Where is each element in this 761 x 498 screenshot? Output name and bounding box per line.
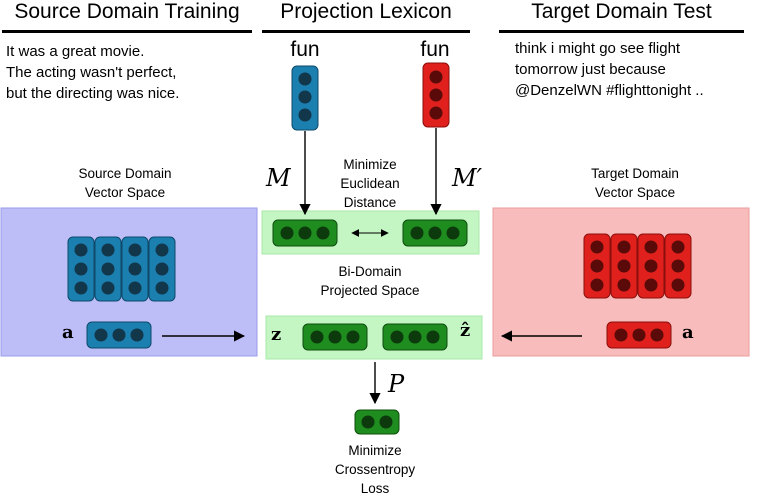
target-domain-matrix — [583, 233, 692, 299]
source-vector-a — [86, 321, 152, 349]
projected-lexicon-target-vector — [402, 219, 468, 247]
target-a-label: a — [682, 322, 694, 343]
output-vector — [354, 409, 400, 435]
projected-space-label: Bi-Domain Projected Space — [320, 264, 420, 298]
source-example-text: It was a great movie. The acting wasn't … — [6, 43, 180, 102]
header-rule-source — [2, 30, 252, 33]
header-projection-lexicon: Projection Lexicon — [280, 0, 452, 23]
lexicon-target-vector — [422, 62, 450, 128]
source-domain-matrix — [67, 236, 176, 302]
target-vector-space-label: Target Domain Vector Space — [591, 166, 679, 200]
euclidean-distance-label: Minimize Euclidean Distance — [340, 157, 400, 210]
header-source-domain-training: Source Domain Training — [14, 0, 240, 23]
header-target-domain-test: Target Domain Test — [531, 0, 712, 23]
target-vector-a — [606, 321, 672, 349]
header-rule-target — [499, 30, 744, 33]
source-vector-space-label: Source Domain Vector Space — [78, 166, 172, 200]
projected-vector-z-hat — [382, 323, 448, 351]
projected-vector-z — [302, 323, 368, 351]
source-a-label: a — [62, 322, 74, 343]
projected-lexicon-source-vector — [272, 219, 338, 247]
crossentropy-loss-label: Minimize Crossentropy Loss — [334, 443, 416, 496]
lexicon-source-vector — [291, 65, 319, 131]
lexicon-source-word: fun — [290, 38, 320, 61]
matrix-P-label: P — [388, 370, 405, 398]
z-label: z — [271, 324, 282, 345]
z-hat-label: ẑ — [460, 320, 471, 341]
lexicon-target-word: fun — [420, 38, 450, 61]
matrix-M-prime-label: M′ — [452, 164, 483, 192]
header-rule-lexicon — [262, 30, 470, 33]
matrix-M-label: M — [266, 164, 291, 192]
target-example-text: think i might go see flight tomorrow jus… — [515, 40, 704, 99]
bi-domain-projected-region — [265, 315, 483, 360]
